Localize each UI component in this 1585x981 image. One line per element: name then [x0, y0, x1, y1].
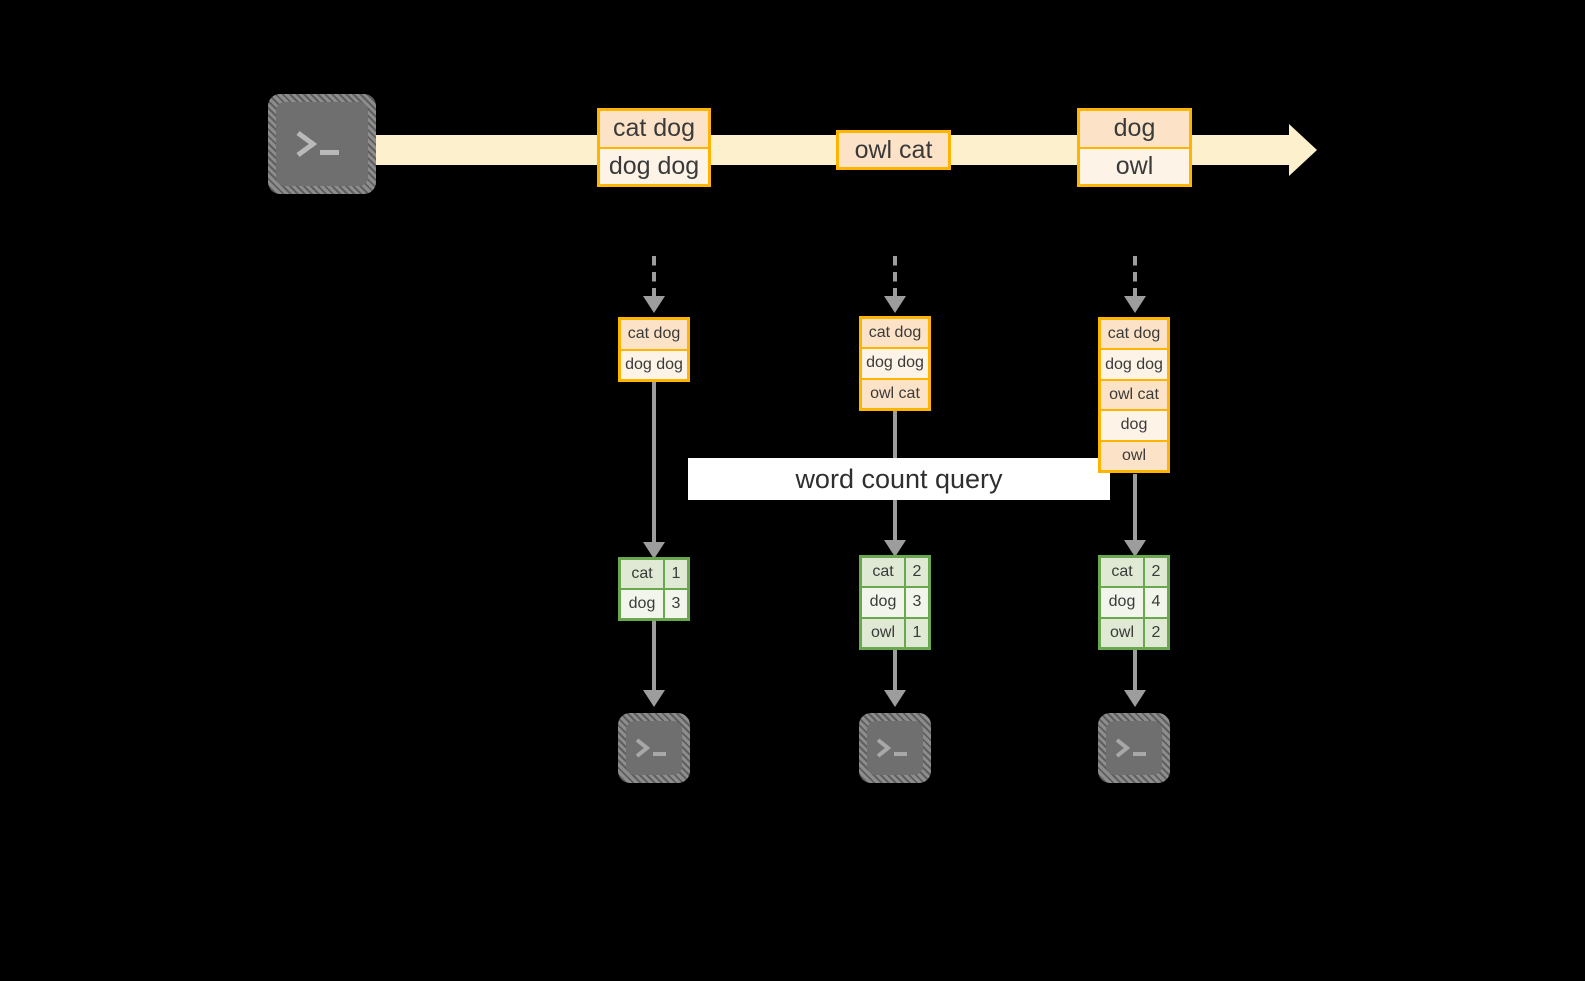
- accumulated-event-line: owl cat: [862, 377, 928, 408]
- accumulated-event-line: dog: [1101, 409, 1167, 440]
- accumulated-event-line: cat dog: [862, 319, 928, 348]
- sink-flow-arrowhead-2: [884, 690, 906, 707]
- result-word: cat: [862, 558, 906, 587]
- terminal-screen: [626, 721, 682, 775]
- sink-terminal-icon-1[interactable]: [618, 713, 690, 783]
- table-row: dog 3: [862, 586, 928, 617]
- result-count: 4: [1145, 588, 1167, 617]
- word-count-result-table-3[interactable]: cat 2 dog 4 owl 2: [1098, 555, 1170, 650]
- table-row: owl 1: [862, 616, 928, 647]
- sink-flow-line-2: [893, 650, 897, 693]
- result-count: 3: [665, 590, 687, 618]
- result-count: 2: [1145, 618, 1167, 647]
- query-flow-arrowhead-1: [643, 542, 665, 559]
- source-terminal-icon[interactable]: [268, 94, 376, 194]
- snapshot-tap-line-1: [652, 256, 656, 298]
- terminal-screen: [867, 721, 923, 775]
- snapshot-tap-line-3: [1133, 256, 1137, 298]
- result-word: dog: [1101, 588, 1145, 617]
- result-count: 3: [906, 588, 928, 617]
- result-count: 1: [665, 560, 687, 588]
- accumulated-event-line: dog dog: [621, 348, 687, 379]
- stream-event-box-3[interactable]: dog owl: [1077, 108, 1192, 187]
- sink-flow-line-1: [652, 621, 656, 693]
- sink-flow-line-3: [1133, 650, 1137, 693]
- word-count-result-table-2[interactable]: cat 2 dog 3 owl 1: [859, 555, 931, 650]
- query-flow-line-3: [1133, 474, 1137, 544]
- sink-terminal-icon-2[interactable]: [859, 713, 931, 783]
- terminal-prompt-icon: [876, 738, 907, 758]
- accumulated-events-box-1[interactable]: cat dog dog dog: [618, 317, 690, 382]
- result-count: 2: [1145, 558, 1167, 587]
- result-word: cat: [621, 560, 665, 588]
- stream-event-box-1[interactable]: cat dog dog dog: [597, 108, 711, 187]
- result-word: cat: [1101, 558, 1145, 587]
- table-row: dog 4: [1101, 586, 1167, 617]
- terminal-screen: [1106, 721, 1162, 775]
- snapshot-tap-line-2: [893, 256, 897, 298]
- query-flow-arrowhead-3: [1124, 540, 1146, 557]
- accumulated-event-line: owl: [1101, 439, 1167, 471]
- stream-arrowhead: [1289, 124, 1317, 176]
- terminal-prompt-icon: [635, 738, 666, 758]
- terminal-screen: [276, 102, 368, 186]
- stream-event-box-2[interactable]: owl cat: [836, 130, 951, 170]
- sink-flow-arrowhead-3: [1124, 690, 1146, 707]
- result-word: dog: [621, 590, 665, 618]
- accumulated-events-box-2[interactable]: cat dog dog dog owl cat: [859, 316, 931, 411]
- stream-event-line: owl: [1080, 146, 1189, 184]
- accumulated-event-line: dog dog: [1101, 348, 1167, 379]
- table-row: cat 2: [1101, 558, 1167, 587]
- stream-event-line: cat dog: [600, 111, 708, 147]
- query-flow-arrowhead-2: [884, 540, 906, 557]
- result-word: owl: [862, 618, 906, 647]
- query-flow-line-1: [652, 382, 656, 546]
- result-word: owl: [1101, 618, 1145, 647]
- stream-event-line: dog dog: [600, 146, 708, 184]
- sink-terminal-icon-3[interactable]: [1098, 713, 1170, 783]
- snapshot-tap-arrowhead-2: [884, 296, 906, 313]
- table-row: cat 1: [621, 560, 687, 588]
- word-count-result-table-1[interactable]: cat 1 dog 3: [618, 557, 690, 621]
- query-label: word count query: [688, 458, 1110, 500]
- terminal-prompt-icon: [296, 130, 339, 158]
- snapshot-tap-arrowhead-3: [1124, 296, 1146, 313]
- accumulated-event-line: cat dog: [621, 320, 687, 349]
- result-count: 1: [906, 618, 928, 647]
- result-word: dog: [862, 588, 906, 617]
- result-count: 2: [906, 558, 928, 587]
- terminal-prompt-icon: [1115, 738, 1146, 758]
- stream-event-line: owl cat: [839, 133, 948, 167]
- table-row: cat 2: [862, 558, 928, 587]
- accumulated-event-line: dog dog: [862, 347, 928, 378]
- table-row: owl 2: [1101, 616, 1167, 647]
- stream-event-line: dog: [1080, 111, 1189, 147]
- accumulated-events-box-3[interactable]: cat dog dog dog owl cat dog owl: [1098, 317, 1170, 473]
- snapshot-tap-arrowhead-1: [643, 296, 665, 313]
- sink-flow-arrowhead-1: [643, 690, 665, 707]
- accumulated-event-line: owl cat: [1101, 378, 1167, 410]
- table-row: dog 3: [621, 588, 687, 618]
- accumulated-event-line: cat dog: [1101, 320, 1167, 349]
